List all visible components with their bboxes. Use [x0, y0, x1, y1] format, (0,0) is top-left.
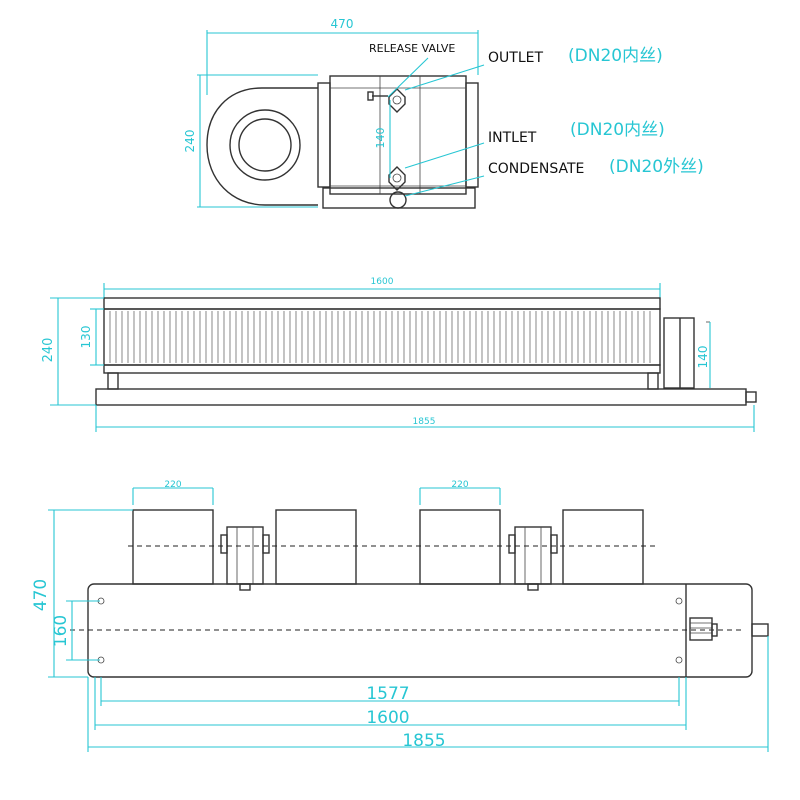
- condensate-spec: (DN20外丝): [609, 157, 704, 177]
- inlet-hex-fitting-icon: [388, 166, 406, 191]
- coil-casing: [329, 75, 467, 195]
- leader-outlet: [404, 64, 485, 91]
- fan-housing-3: [419, 509, 501, 585]
- dim-plan-total-length: 1855: [402, 731, 445, 751]
- dim-fan-width-2: 220: [451, 480, 468, 490]
- leader-condensate: [404, 175, 485, 197]
- base-plate: [95, 388, 747, 406]
- mount-hole-icon: [675, 656, 683, 664]
- dim-fan-width-1: 220: [164, 480, 181, 490]
- dim-top-width: 470: [331, 17, 354, 31]
- blower-housing: [206, 87, 318, 206]
- fan-housing-2: [275, 509, 357, 585]
- dim-plan-coil-length: 1600: [366, 708, 409, 728]
- outlet-spec: (DN20内丝): [568, 46, 663, 66]
- dim-top-inner: 140: [374, 128, 387, 149]
- coil-fins: [103, 308, 661, 366]
- motor-1: [220, 526, 270, 591]
- dim-front-coil-length: 1600: [371, 277, 394, 287]
- condensate-fitting: [389, 191, 407, 209]
- leader-release-valve: [387, 57, 429, 98]
- end-view: 470 240 140: [183, 17, 704, 209]
- dim-plan-mount: 160: [51, 615, 71, 647]
- dim-plan-depth: 470: [31, 579, 51, 611]
- dim-front-coil-height: 130: [79, 326, 93, 349]
- blower-outer-ring: [229, 109, 301, 181]
- leader-inlet: [404, 142, 485, 169]
- condensate-label: CONDENSATE: [488, 161, 584, 177]
- blower-inner-ring: [238, 118, 292, 172]
- fan-housing-4: [562, 509, 644, 585]
- dim-front-height: 240: [41, 338, 56, 363]
- motor-box: [663, 317, 695, 389]
- outlet-label: OUTLET: [488, 50, 543, 66]
- motor-2: [508, 526, 558, 591]
- inlet-spec: (DN20内丝): [570, 120, 665, 140]
- release-valve-icon: [367, 91, 374, 101]
- fin-lines: [109, 311, 651, 363]
- drain-stub: [751, 623, 769, 637]
- dim-front-total-length: 1855: [413, 417, 436, 427]
- front-view: 1600 240 130 140 1855: [41, 277, 757, 432]
- fan-housing-1: [132, 509, 214, 585]
- outlet-hex-fitting-icon: [388, 88, 406, 113]
- drain-outlet-stub: [745, 391, 757, 403]
- inlet-label: INTLET: [488, 130, 537, 146]
- dim-top-height: 240: [183, 130, 197, 153]
- dim-plan-mount-span: 1577: [366, 684, 409, 704]
- dim-front-pipe-height: 140: [696, 346, 710, 369]
- coil-top-rail: [103, 297, 661, 310]
- release-valve-label: RELEASE VALVE: [369, 42, 455, 55]
- pipe-connector-icon: [689, 617, 718, 641]
- mount-hole-icon: [675, 597, 683, 605]
- drain-pan: [322, 187, 476, 209]
- plan-view: 220 220: [31, 480, 769, 752]
